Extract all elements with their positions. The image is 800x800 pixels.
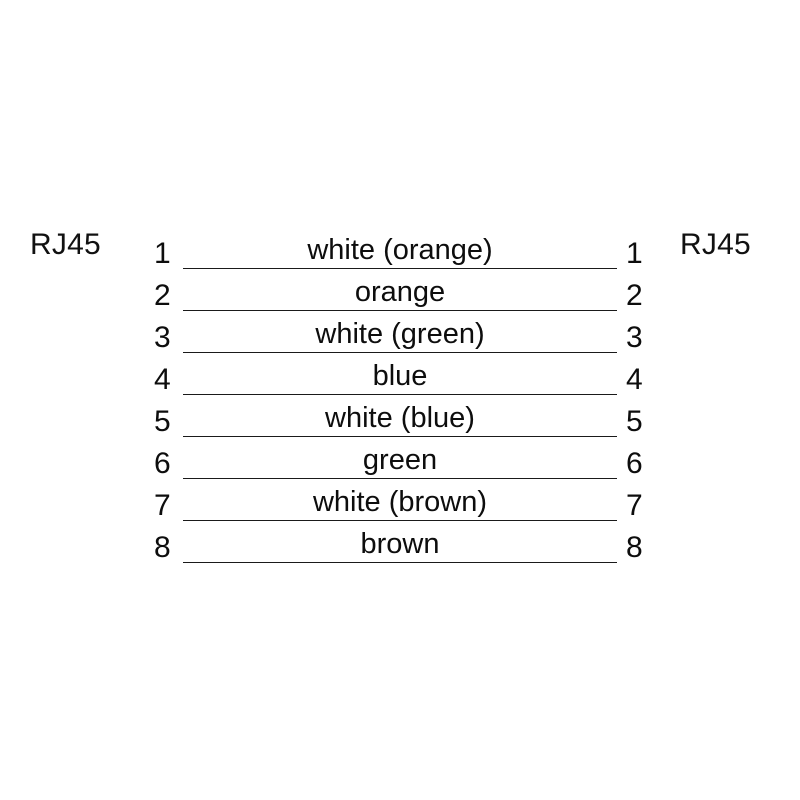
wire-line [183, 268, 617, 269]
wire-line [183, 394, 617, 395]
pin-number-right: 3 [626, 321, 643, 354]
left-connector-label: RJ45 [30, 228, 101, 261]
pin-number-right: 7 [626, 489, 643, 522]
pin-number-left: 7 [154, 489, 171, 522]
wire-color-label: blue [372, 360, 428, 392]
wire-line [183, 520, 617, 521]
wire-color-label: white (brown) [312, 486, 488, 518]
pin-number-left: 5 [154, 405, 171, 438]
wire-color-label: white (green) [315, 318, 485, 350]
pin-number-right: 4 [626, 363, 643, 396]
wire-line [183, 562, 617, 563]
wire-color-label: brown [360, 528, 440, 560]
pin-number-right: 2 [626, 279, 643, 312]
pin-number-left: 3 [154, 321, 171, 354]
pin-number-right: 1 [626, 237, 643, 270]
pin-number-right: 8 [626, 531, 643, 564]
wire-color-label: orange [354, 276, 446, 308]
pin-number-left: 6 [154, 447, 171, 480]
right-connector-label: RJ45 [680, 228, 751, 261]
wire-line [183, 436, 617, 437]
pin-number-left: 1 [154, 237, 171, 270]
pin-number-left: 4 [154, 363, 171, 396]
wire-color-label: white (blue) [325, 402, 475, 434]
pin-number-right: 5 [626, 405, 643, 438]
wire-line [183, 352, 617, 353]
pin-number-left: 2 [154, 279, 171, 312]
wire-line [183, 310, 617, 311]
wire-color-label: white (orange) [307, 234, 493, 266]
wire-color-label: green [362, 444, 438, 476]
pin-number-right: 6 [626, 447, 643, 480]
pin-number-left: 8 [154, 531, 171, 564]
wire-line [183, 478, 617, 479]
